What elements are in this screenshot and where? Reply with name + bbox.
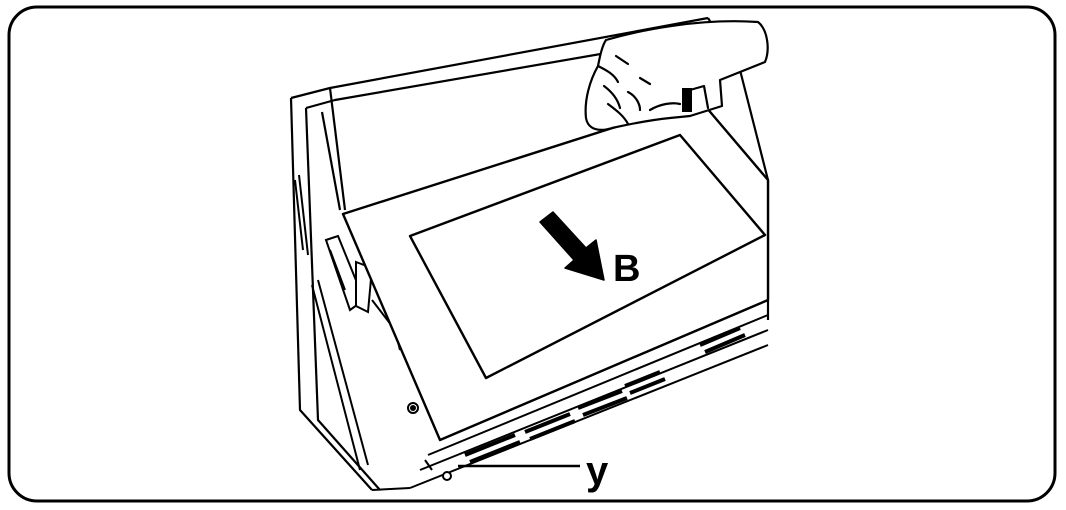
door-hinge-rail: [294, 174, 419, 471]
arrow-icon: [539, 211, 605, 281]
arrow-label-b: B: [613, 248, 640, 290]
door-bottom-rail: [371, 299, 769, 491]
callout-label-y: y: [586, 449, 609, 493]
hand-icon: [584, 20, 769, 131]
